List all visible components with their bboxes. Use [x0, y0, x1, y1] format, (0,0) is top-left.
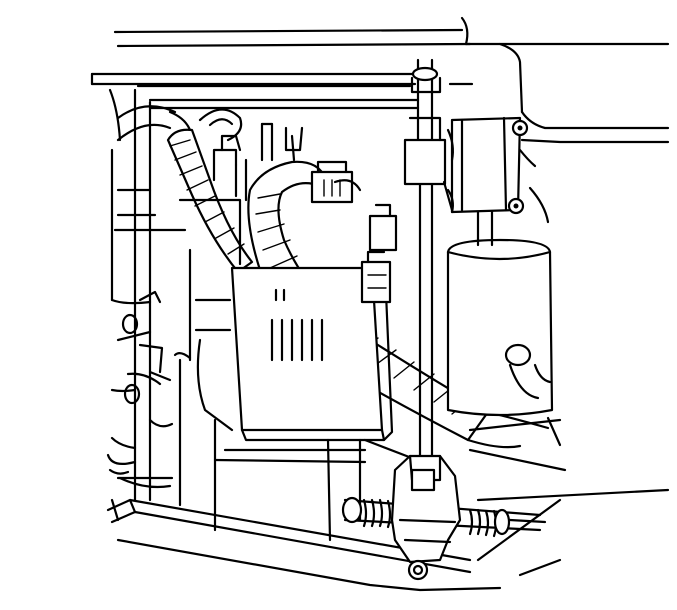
top-right-clamp	[446, 116, 529, 215]
upper-frame-rails	[90, 16, 670, 110]
right-upper-bracket	[498, 42, 670, 224]
canister	[446, 194, 554, 417]
rod-clamp	[390, 454, 462, 581]
lower-left-details	[108, 418, 174, 489]
lower-frame	[106, 351, 670, 592]
control-module	[230, 203, 398, 442]
upper-module-housing	[178, 122, 304, 432]
left-rail-clips	[116, 290, 172, 405]
left-frame	[106, 88, 187, 522]
harness-connector	[310, 160, 362, 204]
left-hose-loop	[116, 105, 243, 142]
vertical-mount-post	[403, 58, 454, 462]
